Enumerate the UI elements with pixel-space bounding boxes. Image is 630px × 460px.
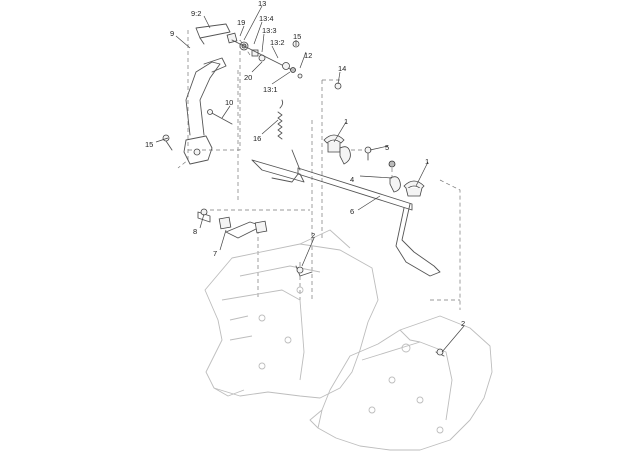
bolt-2-right (435, 348, 445, 357)
callout-16: 16 (253, 134, 261, 143)
leader-lines (155, 5, 465, 353)
callout-13-3: 13:3 (262, 26, 277, 35)
clamp-halves (339, 146, 401, 193)
callout-13-1: 13:1 (263, 85, 278, 94)
bushing-right (403, 180, 425, 197)
spacer-7 (218, 216, 268, 239)
callout-labels: 9:2 13 19 13:4 9 13:3 15 13:2 12 20 14 1… (145, 0, 465, 328)
assembly-dashed-lines (177, 30, 461, 310)
linkage-arm (251, 149, 305, 183)
callout-12: 12 (304, 51, 312, 60)
callout-2-right: 2 (461, 319, 465, 328)
callout-9: 9 (170, 29, 174, 38)
callout-15-left: 15 (145, 140, 153, 149)
callout-4: 4 (350, 175, 354, 184)
pedal-pad (195, 23, 231, 45)
callout-15-top: 15 (293, 32, 301, 41)
callout-20: 20 (244, 73, 252, 82)
pivot-bolt (207, 109, 233, 125)
frame-bracket-right (309, 315, 493, 451)
bushing-top (323, 134, 345, 153)
cross-shaft (271, 167, 441, 277)
callout-13-4: 13:4 (259, 14, 274, 23)
nut-small (388, 160, 396, 168)
callout-8: 8 (193, 227, 197, 236)
callout-1-right: 1 (425, 157, 429, 166)
callout-14: 14 (338, 64, 346, 73)
callout-13: 13 (258, 0, 266, 8)
bolt-2-mid (295, 265, 313, 277)
callout-10: 10 (225, 98, 233, 107)
callout-1-top: 1 (344, 117, 348, 126)
callout-9-2: 9:2 (191, 9, 201, 18)
callout-13-2: 13:2 (270, 38, 285, 47)
callout-7: 7 (213, 249, 217, 258)
linkage-hardware (226, 32, 303, 79)
callout-5: 5 (385, 143, 389, 152)
pin-8 (197, 208, 211, 223)
callout-19: 19 (237, 18, 245, 27)
callout-6: 6 (350, 207, 354, 216)
callout-2-mid: 2 (311, 231, 315, 240)
frame-bracket-left (204, 229, 379, 399)
bolt-15-left (162, 134, 173, 151)
pedal-arm (183, 57, 227, 165)
bolt-5 (364, 146, 372, 161)
return-spring (277, 99, 284, 140)
